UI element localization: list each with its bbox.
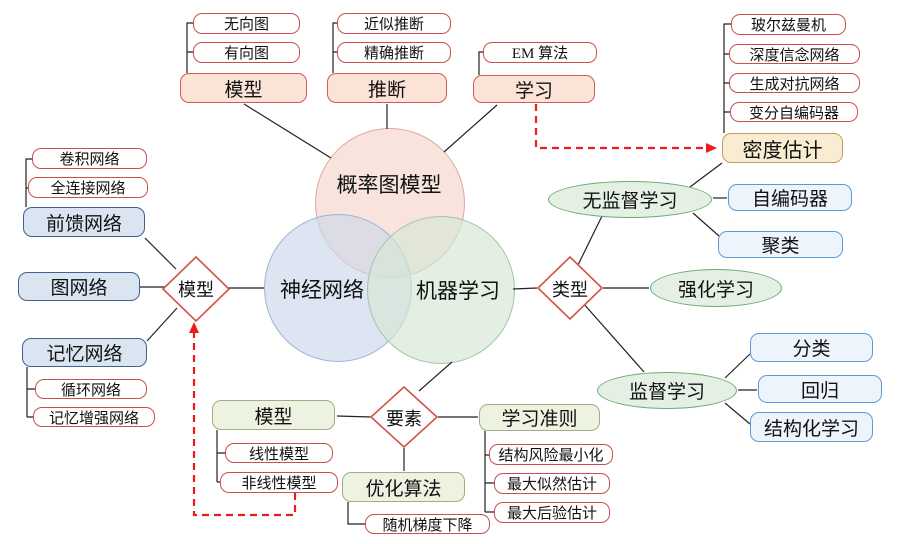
node-supervised-learning: 监督学习 xyxy=(597,372,737,409)
red-dashed-arrow-learning-to-density xyxy=(534,104,706,150)
diamond-type: 类型 xyxy=(552,280,588,300)
node-deep-belief-network: 深度信念网络 xyxy=(729,44,860,64)
label-probabilistic-graphical-models: 概率图模型 xyxy=(336,173,442,197)
node-pgm-model: 模型 xyxy=(180,73,307,103)
node-maximum-a-posteriori: 最大后验估计 xyxy=(494,502,610,523)
node-regression: 回归 xyxy=(758,375,882,403)
node-nonlinear-model: 非线性模型 xyxy=(220,472,338,493)
diamond-model: 模型 xyxy=(178,280,214,300)
node-maximum-likelihood: 最大似然估计 xyxy=(494,473,610,494)
node-learning: 学习 xyxy=(473,75,595,103)
node-optimization-algorithm: 优化算法 xyxy=(342,472,465,502)
node-memory-network: 记忆网络 xyxy=(22,338,147,367)
node-undirected-graph: 无向图 xyxy=(193,13,300,34)
node-structural-risk-minimization: 结构风险最小化 xyxy=(489,444,613,465)
node-em-algorithm: EM 算法 xyxy=(483,42,597,63)
label-machine-learning: 机器学习 xyxy=(416,279,500,303)
node-reinforcement-learning: 强化学习 xyxy=(650,269,782,307)
node-classification: 分类 xyxy=(750,333,873,362)
node-structured-learning: 结构化学习 xyxy=(750,412,873,442)
node-feedforward-network: 前馈网络 xyxy=(23,207,145,237)
node-exact-inference: 精确推断 xyxy=(337,42,451,63)
node-clustering: 聚类 xyxy=(718,231,843,258)
node-approximate-inference: 近似推断 xyxy=(337,13,451,34)
label-neural-networks: 神经网络 xyxy=(280,278,364,302)
node-vae: 变分自编码器 xyxy=(730,102,858,122)
node-linear-model: 线性模型 xyxy=(225,443,333,463)
node-gan: 生成对抗网络 xyxy=(729,73,860,93)
arrowhead-density xyxy=(706,143,717,153)
diamond-elements: 要素 xyxy=(386,409,422,429)
node-learning-criterion: 学习准则 xyxy=(479,404,600,431)
node-autoencoder: 自编码器 xyxy=(728,184,852,211)
node-ml-model: 模型 xyxy=(212,400,335,430)
node-unsupervised-learning: 无监督学习 xyxy=(548,181,712,218)
node-inference: 推断 xyxy=(327,73,447,103)
node-graph-network: 图网络 xyxy=(18,272,140,301)
node-memory-augmented-network: 记忆增强网络 xyxy=(33,407,155,427)
node-convolutional-network: 卷积网络 xyxy=(32,148,147,169)
node-directed-graph: 有向图 xyxy=(193,42,300,63)
arrowhead-model-diamond xyxy=(189,322,199,333)
node-sgd: 随机梯度下降 xyxy=(365,514,490,534)
node-density-estimation: 密度估计 xyxy=(722,133,843,163)
node-fully-connected-network: 全连接网络 xyxy=(28,177,148,198)
node-recurrent-network: 循环网络 xyxy=(35,379,147,399)
node-boltzmann-machine: 玻尔兹曼机 xyxy=(731,14,846,35)
